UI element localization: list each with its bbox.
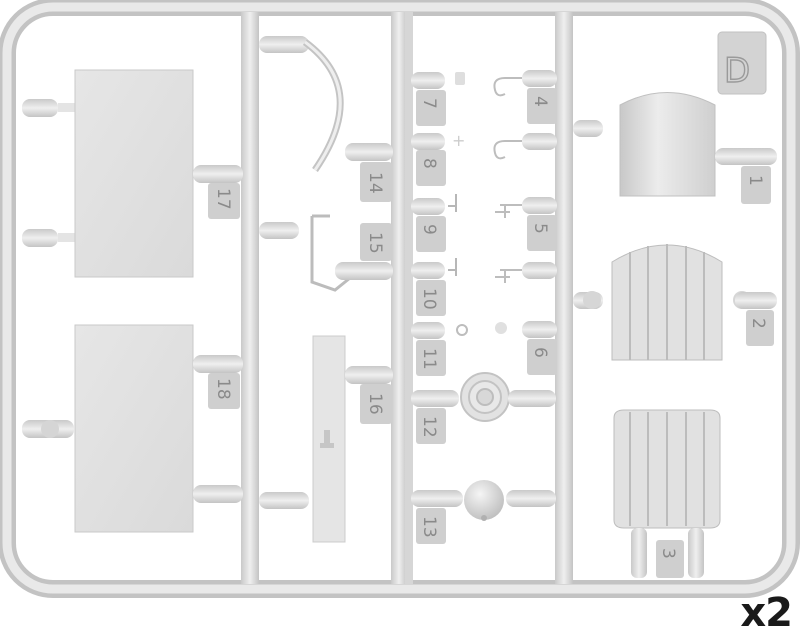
part-13: 13 bbox=[411, 480, 556, 544]
part-number-14: 14 bbox=[365, 172, 385, 194]
part-17: 17 bbox=[22, 69, 243, 278]
part-11: 11 bbox=[411, 322, 468, 376]
part-number-7: 7 bbox=[419, 98, 439, 109]
part-number-5: 5 bbox=[530, 223, 550, 234]
part-15: 15 bbox=[259, 214, 393, 292]
part-7: 7 bbox=[411, 72, 465, 126]
part-5: 5 bbox=[495, 197, 557, 251]
part-1: 1 bbox=[573, 92, 777, 204]
part-8: + 8 bbox=[411, 131, 465, 186]
part-16: 16 bbox=[259, 335, 393, 543]
part-4: 4 bbox=[493, 70, 557, 124]
sprue-letter-tag: D bbox=[717, 31, 767, 95]
part-number-8: 8 bbox=[419, 158, 439, 169]
part-number-1: 1 bbox=[745, 175, 765, 186]
vertical-runners bbox=[241, 12, 573, 584]
part-6: 6 bbox=[495, 321, 557, 375]
part-18: 18 bbox=[22, 324, 243, 533]
part-9: 9 bbox=[411, 194, 457, 252]
part-5-hook-b bbox=[495, 262, 557, 283]
part-number-12: 12 bbox=[419, 416, 439, 438]
part-number-18: 18 bbox=[213, 378, 233, 400]
part-3: 3 bbox=[613, 409, 721, 578]
part-number-9: 9 bbox=[419, 224, 439, 235]
part-number-4: 4 bbox=[530, 96, 550, 107]
part-number-17: 17 bbox=[213, 188, 233, 210]
sprue-letter: D bbox=[724, 51, 750, 91]
part-number-15: 15 bbox=[365, 232, 385, 254]
part-number-3: 3 bbox=[658, 548, 678, 559]
quantity-label: x2 bbox=[740, 590, 793, 636]
part-12: 12 bbox=[411, 372, 556, 444]
part-number-11: 11 bbox=[419, 348, 439, 370]
outer-runner-frame bbox=[0, 0, 800, 598]
part-2: 2 bbox=[573, 244, 777, 361]
part-number-13: 13 bbox=[419, 516, 439, 538]
part-number-6: 6 bbox=[530, 347, 550, 358]
part-4-hook-b bbox=[493, 133, 557, 160]
part-number-16: 16 bbox=[365, 393, 385, 415]
part-10: 10 bbox=[411, 258, 457, 316]
part-number-10: 10 bbox=[419, 288, 439, 310]
svg-text:+: + bbox=[452, 131, 465, 150]
part-14: 14 bbox=[259, 36, 393, 202]
part-number-2: 2 bbox=[748, 318, 768, 329]
